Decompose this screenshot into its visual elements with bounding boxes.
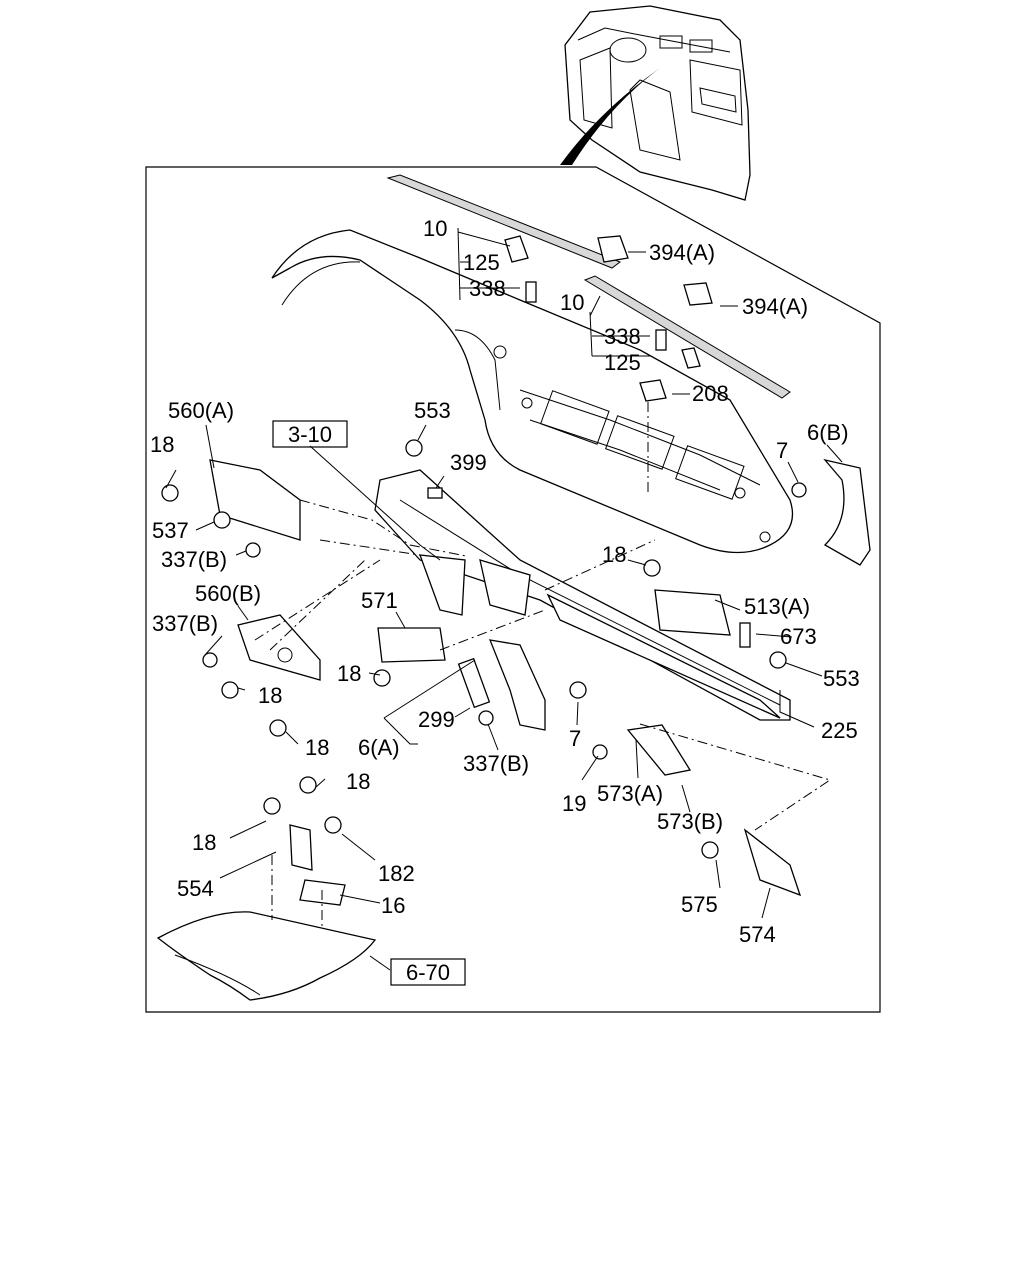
reference-label: 6-70 [406,960,450,985]
callout-299: 299 [418,707,455,732]
callout-537: 537 [152,518,189,543]
reference-label: 3-10 [288,422,332,447]
reference-box-3-10[interactable]: 3-10 [272,420,348,448]
callout-10: 10 [423,216,447,241]
callout-575: 575 [681,892,718,917]
callout-18: 18 [192,830,216,855]
callout-513a: 513(A) [744,594,810,619]
trim-strips [386,174,791,402]
callout-18: 18 [305,735,329,760]
callout-18: 18 [258,683,282,708]
cab-inset [560,5,751,201]
cross-member [209,458,871,897]
callout-574: 574 [739,922,776,947]
callout-225: 225 [821,718,858,743]
floor-cover [156,824,377,1001]
callout-554: 554 [177,876,214,901]
callout-573b: 573(B) [657,809,723,834]
callout-553: 553 [823,666,860,691]
callout-394a: 394(A) [649,240,715,265]
callout-338: 338 [604,324,641,349]
callout-573a: 573(A) [597,781,663,806]
callout-560a: 560(A) [168,398,234,423]
callout-6a: 6(A) [358,735,400,760]
fasteners [161,439,807,859]
callout-7: 7 [569,726,581,751]
leader-lines [165,227,843,971]
callout-18: 18 [346,769,370,794]
callout-571: 571 [361,588,398,613]
callout-10: 10 [560,290,584,315]
callout-19: 19 [562,791,586,816]
callout-18: 18 [337,661,361,686]
dashboard-panel [271,229,794,554]
callout-399: 399 [450,450,487,475]
callout-125: 125 [463,250,500,275]
callout-337b: 337(B) [463,751,529,776]
callout-208: 208 [692,381,729,406]
callout-18: 18 [602,542,626,567]
reference-box-6-70[interactable]: 6-70 [390,958,466,986]
callout-337b: 337(B) [152,611,218,636]
callout-labels: 10 125 338 394(A) 394(A) 10 338 125 208 … [150,216,860,947]
callout-7: 7 [776,438,788,463]
callout-18: 18 [150,432,174,457]
callout-394a: 394(A) [742,294,808,319]
callout-338: 338 [469,276,506,301]
callout-553: 553 [414,398,451,423]
callout-337b: 337(B) [161,547,227,572]
callout-16: 16 [381,893,405,918]
callout-125: 125 [604,350,641,375]
callout-673: 673 [780,624,817,649]
callout-6b: 6(B) [807,420,849,445]
callout-182: 182 [378,861,415,886]
diagram-frame [145,166,881,1013]
callout-560b: 560(B) [195,581,261,606]
